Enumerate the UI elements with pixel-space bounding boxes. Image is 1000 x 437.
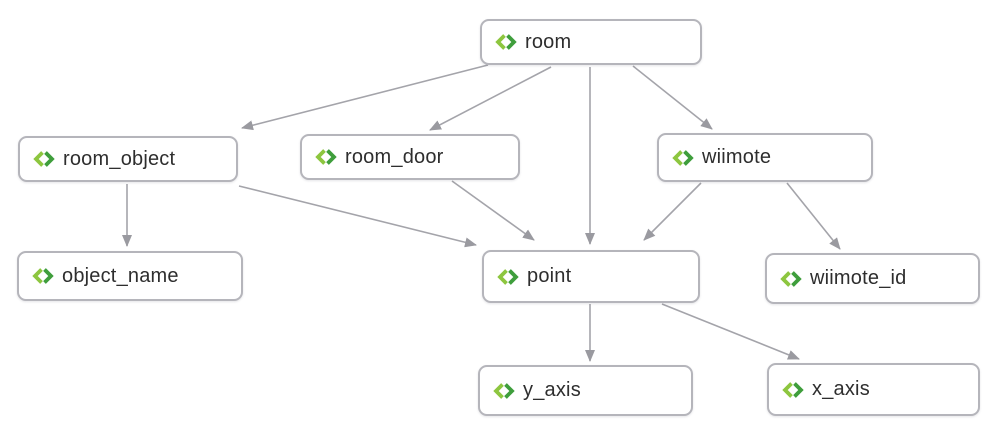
xml-element-icon (782, 381, 804, 399)
node-label: point (527, 265, 572, 287)
node-label: object_name (62, 264, 179, 287)
node-label: wiimote (702, 146, 772, 168)
node-y_axis[interactable]: y_axis (478, 365, 693, 416)
xml-element-icon (33, 150, 55, 168)
xml-element-icon (32, 267, 54, 285)
node-label: room (525, 30, 572, 53)
xml-element-icon (495, 33, 517, 51)
xml-element-icon (780, 270, 802, 288)
node-label: room_door (345, 145, 444, 168)
node-label: room_object (63, 147, 176, 170)
xml-element-icon (497, 268, 519, 286)
node-room_door[interactable]: room_door (300, 134, 520, 180)
edge-wiimote-wiimote_id (786, 182, 841, 250)
node-wiimote_id[interactable]: wiimote_id (765, 253, 980, 304)
node-object_name[interactable]: object_name (17, 251, 243, 301)
node-x_axis[interactable]: x_axis (767, 363, 980, 416)
edge-room_object-point (238, 185, 477, 248)
edge-room-wiimote (632, 65, 713, 130)
xml-element-icon (672, 149, 694, 167)
node-label: wiimote_id (810, 267, 907, 289)
xml-element-icon (493, 382, 515, 400)
node-wiimote[interactable]: wiimote (657, 133, 873, 182)
edge-room_door-point (451, 180, 535, 241)
edge-point-x_axis (661, 303, 800, 360)
edge-wiimote-point (643, 182, 702, 241)
node-room_object[interactable]: room_object (18, 136, 238, 182)
edge-room-room_object (241, 64, 489, 131)
node-label: x_axis (812, 378, 870, 400)
xml-element-icon (315, 148, 337, 166)
node-room[interactable]: room (480, 19, 702, 65)
edge-room-room_door (429, 66, 552, 131)
node-point[interactable]: point (482, 250, 700, 303)
node-label: y_axis (523, 379, 581, 401)
